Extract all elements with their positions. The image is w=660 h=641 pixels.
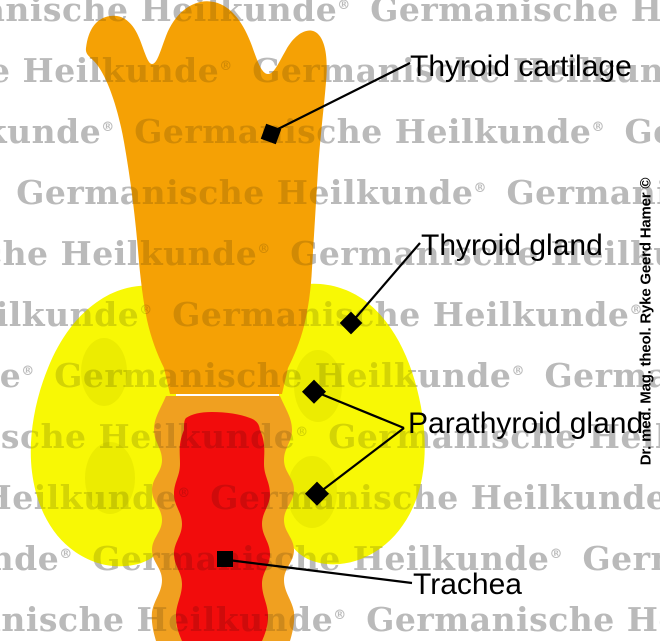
author-credit: Dr. med. Mag. theol. Ryke Geerd Hamer © [632,0,660,466]
label-trachea: Trachea [413,568,522,601]
label-parathyroid-gland: Parathyroid gland [408,407,644,440]
label-thyroid-gland: Thyroid gland [421,229,603,262]
author-credit-text: Dr. med. Mag. theol. Ryke Geerd Hamer © [637,177,655,466]
label-thyroid-cartilage: Thyroid cartilage [410,50,632,83]
